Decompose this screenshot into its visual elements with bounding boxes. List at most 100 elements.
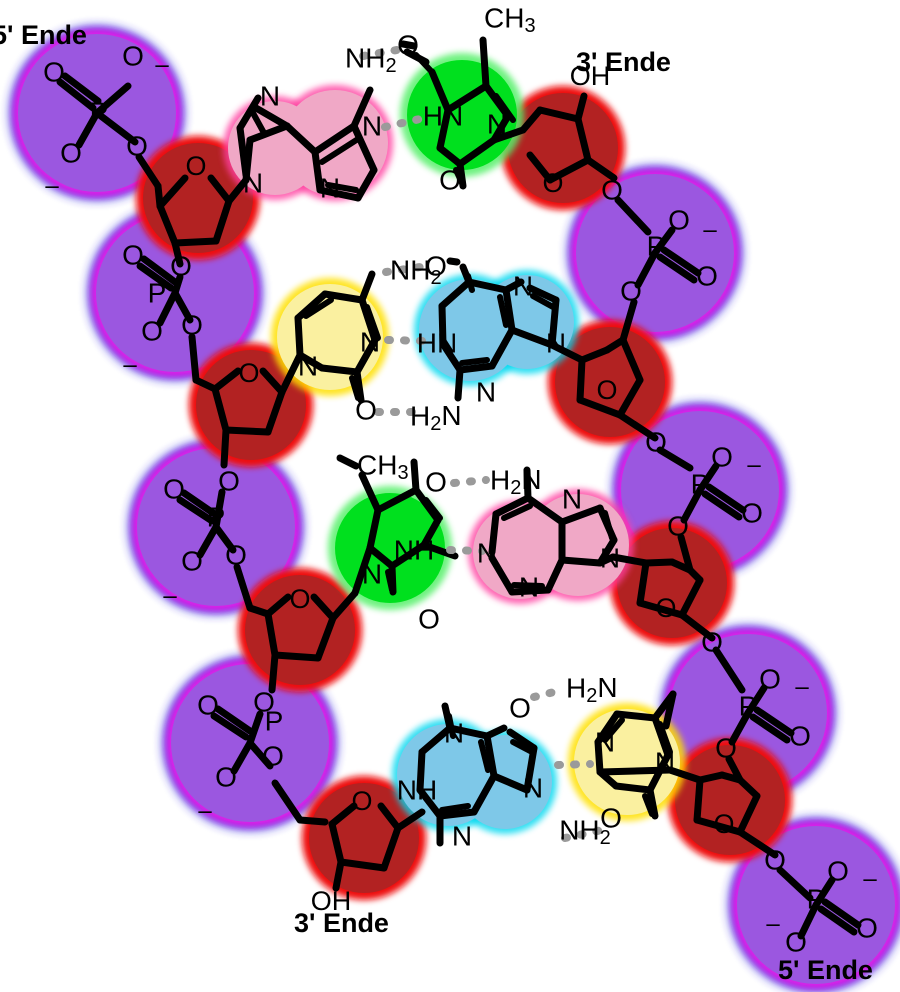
charge-minus: – xyxy=(747,451,761,478)
atom-O: O xyxy=(262,740,284,771)
atom-O: O xyxy=(122,239,144,270)
atom-NH2: NH2 xyxy=(345,42,397,77)
hydrogen-bond xyxy=(554,760,594,769)
atom-O: O xyxy=(351,786,372,816)
atom-N: N xyxy=(562,483,582,514)
atom-O: O xyxy=(827,855,849,886)
atom-HN: HN xyxy=(423,100,463,131)
atom-N: N xyxy=(362,558,382,589)
hydrogen-bond xyxy=(446,546,486,555)
end-label-3prime-top: 3' Ende xyxy=(576,47,671,77)
atom-NH: NH xyxy=(394,534,434,565)
phosphate-atom-labels: O P O – O O – xyxy=(764,844,878,957)
atom-O: O xyxy=(764,844,786,875)
atom-O: O xyxy=(418,603,440,634)
phosphate-group xyxy=(614,196,702,344)
atom-O: O xyxy=(355,394,377,425)
charge-minus: – xyxy=(123,351,137,378)
atom-N: N xyxy=(476,376,496,407)
hydrogen-bond xyxy=(381,114,428,131)
phosphate-atom-labels: P O – O O – O xyxy=(43,40,169,199)
atom-H2N: H2N xyxy=(410,400,462,435)
adenine-ring xyxy=(488,466,618,596)
thymine-ring xyxy=(336,454,459,597)
atom-O: O xyxy=(713,809,734,839)
atom-O: O xyxy=(741,497,763,528)
atom-O: O xyxy=(225,539,247,570)
atom-label-layer: P O – O O – O O P O O O – O O P O O xyxy=(43,2,878,957)
atom-N: N xyxy=(487,108,507,139)
atom-O: O xyxy=(655,593,676,623)
guanine-ring xyxy=(438,257,560,402)
atom-O: O xyxy=(789,720,811,751)
atom-P: P xyxy=(647,230,666,261)
charge-minus: – xyxy=(766,910,780,937)
atom-CH3: CH3 xyxy=(357,449,409,484)
atom-P: P xyxy=(739,690,758,721)
atom-O: O xyxy=(715,732,737,763)
atom-N: N xyxy=(600,542,620,573)
deoxyribose-highlight-group-right xyxy=(501,86,792,862)
deoxyribose-highlight xyxy=(610,521,734,645)
atom-O: O xyxy=(60,137,82,168)
atom-OH: OH xyxy=(311,886,352,916)
atom-O: O xyxy=(289,584,310,614)
phosphate-group xyxy=(56,72,162,190)
atom-N: N xyxy=(298,350,318,381)
atom-N: N xyxy=(360,326,380,357)
atom-HN: HN xyxy=(417,327,457,358)
atom-O: O xyxy=(856,912,878,943)
guanine-ring xyxy=(416,702,674,847)
deoxyribose-highlight xyxy=(302,776,426,900)
deoxyribose-ring xyxy=(192,351,304,469)
atom-O: O xyxy=(542,168,563,198)
atom-P: P xyxy=(148,277,167,308)
atom-N: N xyxy=(320,172,340,203)
phosphate-atom-labels: P O O O – O xyxy=(122,239,203,378)
atom-OH: OH xyxy=(570,61,611,91)
atom-O: O xyxy=(509,692,531,723)
carbonyl-double-bond xyxy=(413,52,435,75)
atom-O: O xyxy=(122,40,144,71)
atom-O: O xyxy=(596,375,617,405)
hydrogen-bond xyxy=(530,686,566,701)
deoxyribose-ring xyxy=(609,553,716,642)
phosphate-group xyxy=(656,446,747,574)
atom-HN: NH xyxy=(397,774,437,805)
deoxyribose-highlight xyxy=(668,738,792,862)
atom-O: O xyxy=(163,473,185,504)
atom-N: N xyxy=(444,717,464,748)
atom-O: O xyxy=(645,426,667,457)
atom-O: O xyxy=(215,761,237,792)
phosphate-atom-labels: O P O – O O xyxy=(601,174,718,306)
atom-O: O xyxy=(696,260,718,291)
atom-O: O xyxy=(126,130,148,161)
atom-N: N xyxy=(655,746,675,777)
deoxyribose-ring xyxy=(154,174,250,268)
deoxyribose-highlight xyxy=(548,320,672,444)
phosphate-atom-labels: P O O O – O xyxy=(163,465,247,609)
atom-O: O xyxy=(425,250,447,281)
end-label-3prime-bottom: 3' Ende xyxy=(294,908,389,938)
charge-minus: – xyxy=(863,865,877,892)
atom-N: N xyxy=(519,571,539,602)
charge-minus: – xyxy=(45,172,59,199)
atom-P: P xyxy=(807,883,826,914)
atom-H2N: H2N xyxy=(566,672,618,707)
atom-N: N xyxy=(362,110,382,141)
amine-label: NH2 xyxy=(345,42,397,77)
atom-O: O xyxy=(197,689,219,720)
atom-N: N xyxy=(546,327,566,358)
phosphate-group xyxy=(210,705,304,824)
hydrogen-bond xyxy=(384,336,431,345)
atom-P: P xyxy=(90,96,109,127)
phosphate-group xyxy=(136,255,200,384)
atom-O: O xyxy=(668,204,690,235)
charge-minus: – xyxy=(155,51,169,78)
phosphate-group xyxy=(176,488,254,612)
atom-H2N: H2N xyxy=(490,464,542,499)
deoxyribose-ring xyxy=(548,336,659,442)
atom-N: N xyxy=(452,820,472,851)
deoxyribose-ring xyxy=(296,802,426,892)
